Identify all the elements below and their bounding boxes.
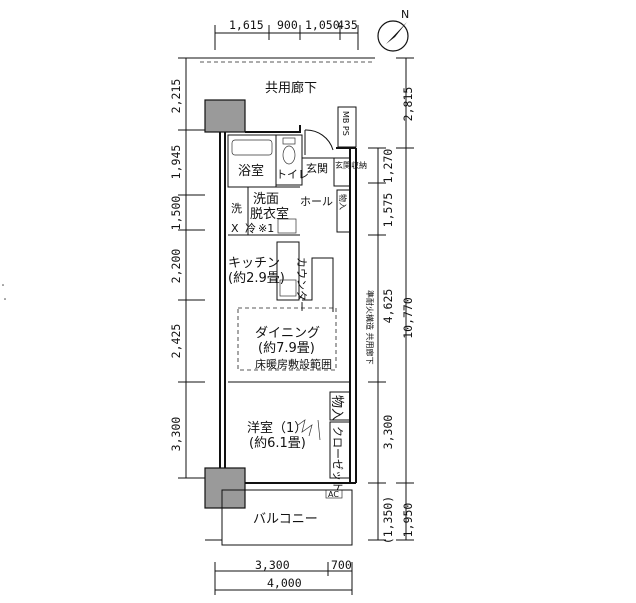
right-note-label: 準耐火構造 共用廊下 bbox=[365, 290, 375, 365]
heating-range-label: 床暖房敷設範囲 bbox=[255, 357, 332, 371]
dim-right-inner-2: 1,575 bbox=[381, 193, 395, 228]
toilet-label: トイレ bbox=[276, 168, 309, 181]
washroom: 洗面 脱衣室 洗 X 冷 ※1 bbox=[228, 186, 300, 236]
dim-right-outer-1: 2,815 bbox=[401, 87, 415, 122]
hall-storage-label: 物入 bbox=[338, 194, 348, 210]
kitchen-label: キッチン bbox=[228, 256, 280, 271]
laundry-label: 洗 bbox=[231, 202, 242, 215]
kitchen-size-label: (約2.9畳) bbox=[228, 271, 285, 286]
washroom-label-1: 洗面 bbox=[253, 192, 279, 207]
washroom-label-2: 脱衣室 bbox=[250, 206, 289, 222]
closet-storage-label: 物入 bbox=[329, 395, 344, 421]
western-room-label: 洋室（1） bbox=[247, 420, 307, 436]
dim-left-3: 1,500 bbox=[169, 196, 183, 231]
x-mark: X bbox=[231, 222, 239, 235]
dim-left-4: 2,200 bbox=[169, 249, 183, 284]
dim-left-1: 2,215 bbox=[169, 79, 183, 114]
dim-right-outer-3: 1,950 bbox=[401, 503, 415, 538]
western-room: 洋室（1） (約6.1畳) bbox=[247, 419, 321, 451]
ac-label: AC bbox=[328, 490, 339, 499]
laundry-pan-label: ※1 bbox=[258, 222, 274, 235]
mb-ps-shaft: MB PS bbox=[337, 106, 357, 148]
hall-label: ホール bbox=[300, 195, 333, 208]
western-room-size-label: (約6.1畳) bbox=[249, 436, 306, 451]
rei-label: 冷 bbox=[245, 222, 256, 235]
right-dimension-lines: 1,270 1,575 4,625 3,300 (1,350) 2,815 10… bbox=[368, 57, 415, 544]
dim-left-5: 2,425 bbox=[169, 324, 183, 359]
dim-right-inner-4: 3,300 bbox=[381, 415, 395, 450]
dim-bottom-1: 3,300 bbox=[255, 558, 290, 572]
toilet-room: トイレ bbox=[275, 134, 309, 186]
dim-left-2: 1,945 bbox=[169, 145, 183, 180]
top-dimension-line: 1,615 900 1,050 435 bbox=[214, 18, 359, 50]
entrance-storage-label: 玄関収納 bbox=[335, 160, 367, 170]
right-note: 準耐火構造 共用廊下 bbox=[365, 290, 375, 365]
dim-right-outer-2: 10,770 bbox=[401, 297, 415, 339]
kitchen: キッチン (約2.9畳) カウンター bbox=[228, 241, 334, 312]
north-label: N bbox=[401, 8, 409, 21]
mb-ps-label: MB PS bbox=[341, 111, 350, 136]
closet-label: クローゼット bbox=[331, 426, 344, 492]
bath-label: 浴室 bbox=[238, 163, 264, 179]
entrance-label: 玄関 bbox=[306, 161, 328, 175]
dim-right-inner-5: (1,350) bbox=[381, 496, 395, 544]
dim-bottom-3: 4,000 bbox=[267, 576, 302, 590]
balcony: バルコニー bbox=[205, 489, 353, 546]
corridor-label: 共用廊下 bbox=[265, 80, 317, 96]
bottom-dimension-lines: 3,300 700 4,000 bbox=[214, 558, 353, 595]
dim-top-3: 1,050 bbox=[305, 18, 340, 32]
north-arrow-icon: N bbox=[377, 8, 409, 52]
dim-bottom-2: 700 bbox=[331, 558, 352, 572]
closet: 物入 クローゼット AC bbox=[325, 391, 351, 499]
dining-label: ダイニング bbox=[255, 326, 320, 341]
balcony-label: バルコニー bbox=[253, 512, 318, 527]
dining: ダイニング (約7.9畳) 床暖房敷設範囲 bbox=[228, 307, 350, 383]
counter-label: カウンター bbox=[295, 257, 308, 312]
dim-top-2: 900 bbox=[277, 18, 298, 32]
dining-size-label: (約7.9畳) bbox=[258, 341, 315, 356]
dim-top-4: 435 bbox=[337, 18, 358, 32]
entrance: 玄関 玄関収納 bbox=[302, 157, 367, 187]
pillar-top bbox=[204, 99, 246, 133]
entrance-door[interactable] bbox=[304, 129, 334, 155]
dim-top-1: 1,615 bbox=[229, 18, 264, 32]
hall: ホール 物入 bbox=[300, 189, 351, 233]
pillar-bottom bbox=[204, 467, 246, 509]
common-corridor: 共用廊下 bbox=[200, 57, 375, 96]
bathroom: 浴室 bbox=[227, 134, 277, 188]
dim-right-inner-1: 1,270 bbox=[381, 149, 395, 184]
dim-left-6: 3,300 bbox=[169, 417, 183, 452]
left-dimension-line: 2,215 1,945 1,500 2,200 2,425 3,300 bbox=[169, 57, 205, 479]
dim-right-inner-3: 4,625 bbox=[381, 289, 395, 324]
